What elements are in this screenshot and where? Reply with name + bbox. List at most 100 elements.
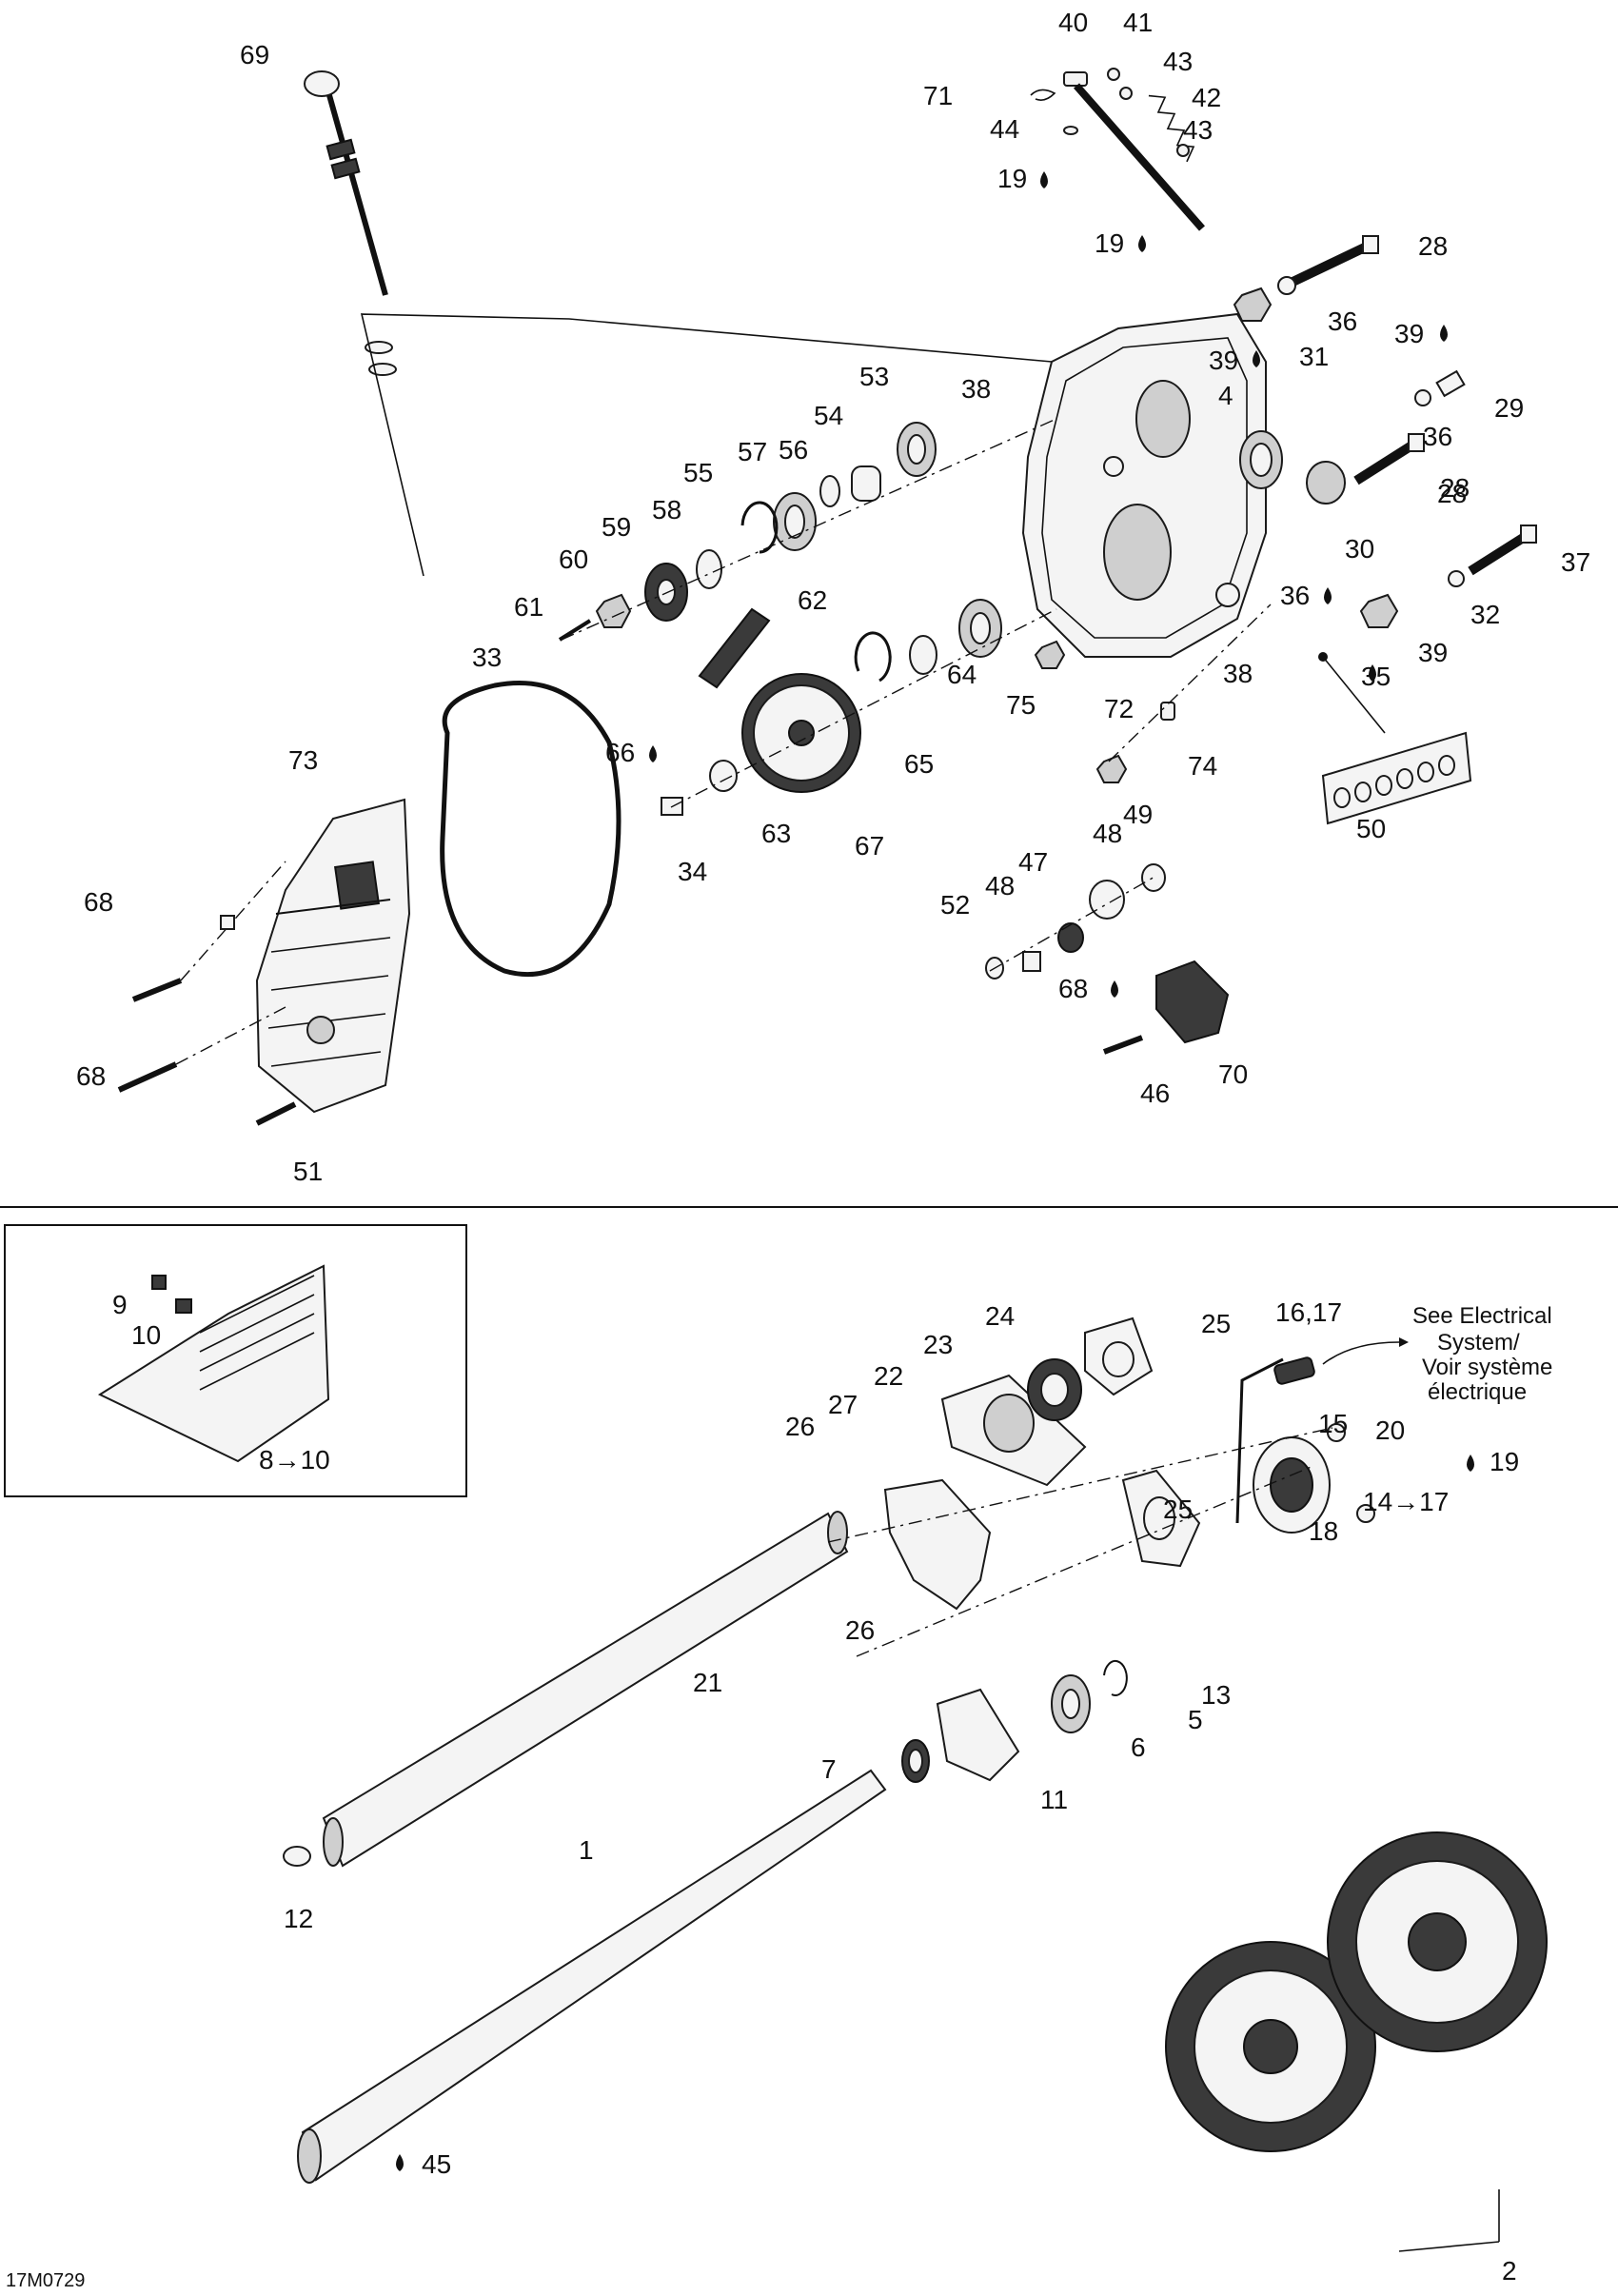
callout: 65 xyxy=(904,749,934,779)
callout: 36 xyxy=(1328,307,1357,336)
oil-drop-icon xyxy=(649,745,657,762)
callout: 37 xyxy=(1561,547,1590,577)
callout: 19 xyxy=(1490,1447,1519,1476)
callout: 2 xyxy=(1502,2256,1517,2286)
oil-drop-icon xyxy=(1253,350,1260,367)
callout: 13 xyxy=(1201,1680,1231,1710)
diagram-code: 17M0729 xyxy=(6,2270,85,2291)
callout: 58 xyxy=(652,495,681,525)
electrical-note: électrique xyxy=(1428,1379,1527,1405)
callout: 66 xyxy=(605,738,635,767)
callout: 71 xyxy=(923,81,953,110)
bracket xyxy=(883,1478,992,1611)
inset-box xyxy=(4,1224,467,1497)
drive-chain xyxy=(698,607,771,689)
bottom-assembly-drawing xyxy=(283,1316,1548,2252)
nut-31 xyxy=(1233,287,1273,322)
callout: 4 xyxy=(1218,381,1233,410)
washer-36 xyxy=(1277,276,1296,295)
nut-32 xyxy=(1359,593,1399,628)
top-callouts: 69 40 41 71 43 42 44 43 19 19 28 36 31 3… xyxy=(76,8,1590,1186)
callout: 74 xyxy=(1188,751,1217,781)
callout: 36 xyxy=(1280,581,1310,610)
callout: 18 xyxy=(1309,1516,1338,1546)
callout: 75 xyxy=(1006,690,1036,720)
oil-drop-icon xyxy=(396,2154,404,2171)
callout: 51 xyxy=(293,1157,323,1186)
callout: 6 xyxy=(1131,1732,1146,1762)
callout: 43 xyxy=(1163,47,1193,76)
spacer-30 xyxy=(1306,461,1346,505)
callout: 24 xyxy=(985,1301,1015,1331)
callout: 28 xyxy=(1418,231,1448,261)
callout: 42 xyxy=(1192,83,1221,112)
tensioner-assembly xyxy=(985,863,1230,1055)
callout: 19 xyxy=(1095,228,1124,258)
oil-drop-icon xyxy=(1138,235,1146,252)
lubricant-drop-icons xyxy=(649,171,1448,998)
callout: 62 xyxy=(798,585,827,615)
callout: 41 xyxy=(1123,8,1153,37)
gasket-65 xyxy=(440,681,622,978)
callout: 39 xyxy=(1394,319,1424,348)
callout: 16,17 xyxy=(1275,1297,1342,1327)
callout: 67 xyxy=(855,831,884,861)
callout: 38 xyxy=(961,374,991,404)
callout: 68 xyxy=(1058,974,1088,1003)
callout: 57 xyxy=(738,437,767,466)
washer-36b xyxy=(1414,389,1431,406)
callout: 10 xyxy=(131,1320,161,1350)
bottom-callouts: 24 25 16,17 23 22 27 26 15 20 19 25 14→1… xyxy=(6,1297,1552,2291)
callout: 68 xyxy=(76,1061,106,1091)
callout: 26 xyxy=(845,1615,875,1645)
callout: 50 xyxy=(1356,814,1386,843)
callout: 11 xyxy=(1040,1785,1068,1814)
callout: 69 xyxy=(240,40,269,69)
callout: 21 xyxy=(693,1668,722,1697)
callout: 14→17 xyxy=(1363,1487,1449,1516)
oil-drop-icon xyxy=(1369,664,1376,682)
callout: 54 xyxy=(814,401,843,430)
electrical-note: See Electrical xyxy=(1412,1303,1552,1329)
inset-drawing xyxy=(97,1264,330,1463)
oil-drop-icon xyxy=(1324,587,1332,604)
callout: 19 xyxy=(997,164,1027,193)
upper-shaft-stack xyxy=(558,422,937,642)
sprocket-63 xyxy=(741,673,861,793)
chaincase-housing xyxy=(1021,312,1267,658)
callout: 12 xyxy=(284,1904,313,1933)
cover-66 xyxy=(255,798,411,1114)
dipstick xyxy=(304,70,397,376)
callout: 38 xyxy=(1223,659,1253,688)
oil-drop-icon xyxy=(1040,171,1048,188)
callout: 44 xyxy=(990,114,1019,144)
callout: 26 xyxy=(785,1412,815,1441)
shaft-21 xyxy=(322,1512,849,1868)
adjuster-rod xyxy=(1030,68,1206,231)
callout: 9 xyxy=(112,1290,128,1319)
callout: 73 xyxy=(288,745,318,775)
callout: 39 xyxy=(1209,346,1238,375)
callout: 53 xyxy=(859,362,889,391)
callout: 7 xyxy=(821,1754,837,1784)
callout: 60 xyxy=(559,544,588,574)
callout: 68 xyxy=(84,887,113,917)
callout: 8→10 xyxy=(259,1445,330,1475)
inset-callouts: 9 10 8→10 xyxy=(112,1290,330,1475)
callout: 48 xyxy=(1093,819,1122,848)
callout: 40 xyxy=(1058,8,1088,37)
callout: 28 xyxy=(1437,479,1467,508)
callout: 23 xyxy=(923,1330,953,1359)
callout: 47 xyxy=(1018,847,1048,877)
callout: 34 xyxy=(678,857,707,886)
callout: 39 xyxy=(1418,638,1448,667)
callout: 29 xyxy=(1494,393,1524,423)
oil-drop-icon xyxy=(1440,325,1448,342)
drive-sprockets xyxy=(1165,1831,1548,2152)
callout: 43 xyxy=(1183,115,1213,145)
callout: 63 xyxy=(761,819,791,848)
callout: 1 xyxy=(579,1835,594,1865)
oil-drop-icon xyxy=(1111,980,1118,998)
electrical-note: System/ xyxy=(1437,1330,1520,1356)
